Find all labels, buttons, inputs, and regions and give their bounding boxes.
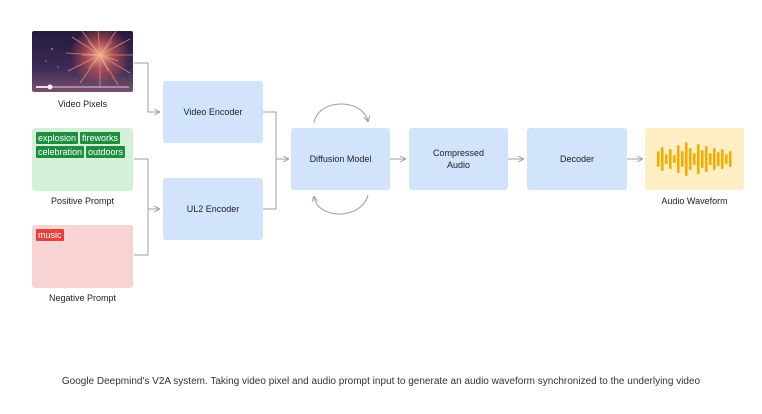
negative-prompt-tag: music: [36, 229, 64, 241]
negative-prompt-box: music: [32, 225, 133, 288]
connector-video-to-video-encoder: [134, 62, 159, 112]
diffusion-loop-bottom-arrow: [314, 194, 369, 215]
waveform-icon: [656, 142, 732, 176]
diffusion-loop-top-arrow: [313, 103, 368, 124]
ul2-encoder-node: UL2 Encoder: [163, 178, 263, 240]
positive-prompt-tag: celebration: [36, 146, 85, 158]
positive-prompt-tag: explosion: [36, 132, 79, 144]
negative-prompt-tags: music: [36, 229, 129, 241]
decoder-label: Decoder: [559, 154, 595, 164]
video-pixels-thumbnail: [32, 31, 133, 92]
figure-caption: Google Deepmind's V2A system. Taking vid…: [61, 376, 701, 387]
positive-prompt-label: Positive Prompt: [50, 196, 115, 206]
connector-positive-to-ul2-encoder: [134, 158, 159, 209]
compressed-audio-node: Compressed Audio: [409, 128, 508, 190]
compressed-audio-label: Compressed Audio: [432, 148, 485, 170]
ul2-encoder-label: UL2 Encoder: [186, 204, 240, 214]
video-encoder-label: Video Encoder: [183, 107, 243, 117]
connector-negative-to-ul2-encoder: [134, 209, 149, 256]
fireworks-image: [32, 31, 133, 92]
positive-prompt-tag: fireworks: [80, 132, 121, 144]
connector-video-encoder-to-diffusion: [263, 111, 288, 159]
audio-waveform-label: Audio Waveform: [661, 196, 728, 206]
connector-ul2-encoder-to-diffusion: [263, 159, 277, 210]
audio-waveform-node: [645, 128, 744, 190]
diffusion-model-label: Diffusion Model: [309, 154, 372, 164]
negative-prompt-label: Negative Prompt: [48, 293, 117, 303]
diffusion-model-node: Diffusion Model: [291, 128, 390, 190]
video-encoder-node: Video Encoder: [163, 81, 263, 143]
decoder-node: Decoder: [527, 128, 627, 190]
video-pixels-label: Video Pixels: [57, 99, 108, 109]
positive-prompt-tag: outdoors: [86, 146, 126, 158]
